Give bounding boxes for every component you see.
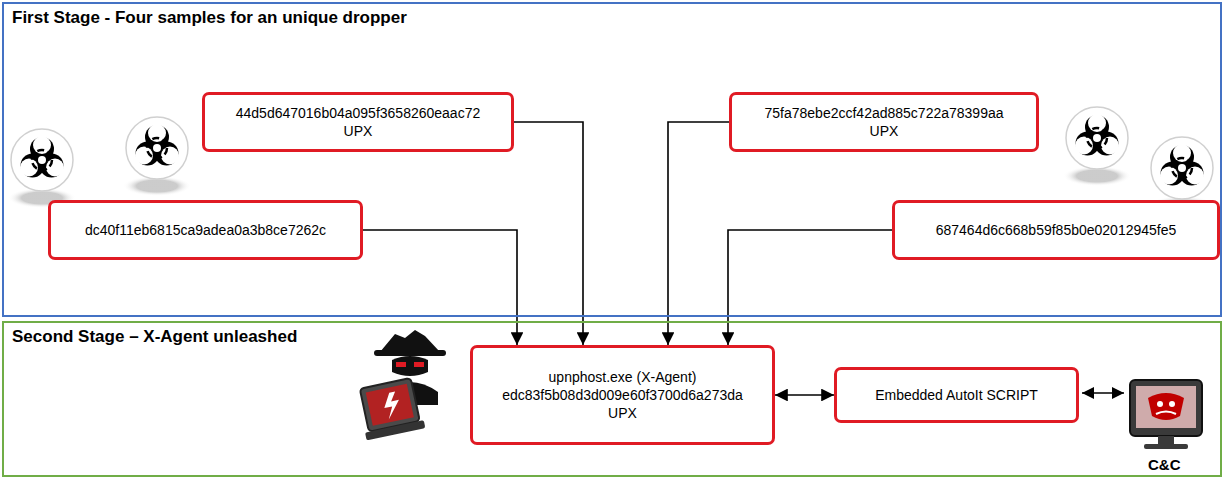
box-label: UPX	[870, 122, 899, 140]
flow-arrow	[728, 230, 892, 345]
box-label: UPX	[344, 122, 373, 140]
box-label: edc83f5b08d3d009e60f3700d6a273da	[502, 386, 743, 404]
box-label: UPX	[608, 404, 637, 422]
flow-arrow	[514, 122, 583, 345]
box-label: dc40f11eb6815ca9adea0a3b8ce7262c	[85, 221, 326, 239]
stage-heading: Second Stage – X-Agent unleashed	[12, 327, 297, 347]
hacker-icon	[356, 330, 446, 440]
box-label: upnphost.exe (X-Agent)	[549, 368, 697, 386]
biohazard-icon	[8, 129, 76, 208]
computer-icon	[1130, 380, 1202, 449]
agent-box: upnphost.exe (X-Agent)edc83f5b08d3d009e6…	[470, 345, 775, 445]
sample-box: 75fa78ebe2ccf42ad885c722a78399aaUPX	[729, 92, 1039, 152]
stage-band: Second Stage – X-Agent unleashed upnphost…	[2, 321, 1222, 477]
box-label: 687464d6c668b59f85b0e02012945fe5	[936, 221, 1177, 239]
stage-band: First Stage - Four samples for an unique…	[2, 2, 1222, 317]
biohazard-icon	[1063, 107, 1131, 186]
cc-connector	[1082, 392, 1124, 394]
flow-arrow	[775, 394, 834, 396]
box-label: 44d5d647016b04a095f3658260eaac72	[236, 104, 480, 122]
biohazard-icon	[123, 117, 191, 196]
stage-heading: First Stage - Four samples for an unique…	[12, 8, 407, 28]
sample-box: 687464d6c668b59f85b0e02012945fe5	[892, 200, 1220, 260]
box-label: 75fa78ebe2ccf42ad885c722a78399aa	[764, 104, 1003, 122]
sample-box: dc40f11eb6815ca9adea0a3b8ce7262c	[48, 200, 363, 260]
sample-box: 44d5d647016b04a095f3658260eaac72UPX	[202, 92, 514, 152]
box-label: Embedded AutoIt SCRIPT	[875, 386, 1038, 404]
flow-arrow	[363, 230, 517, 345]
flow-arrow	[668, 122, 729, 345]
cc-label: C&C	[1148, 456, 1181, 473]
script-box: Embedded AutoIt SCRIPT	[834, 367, 1079, 423]
